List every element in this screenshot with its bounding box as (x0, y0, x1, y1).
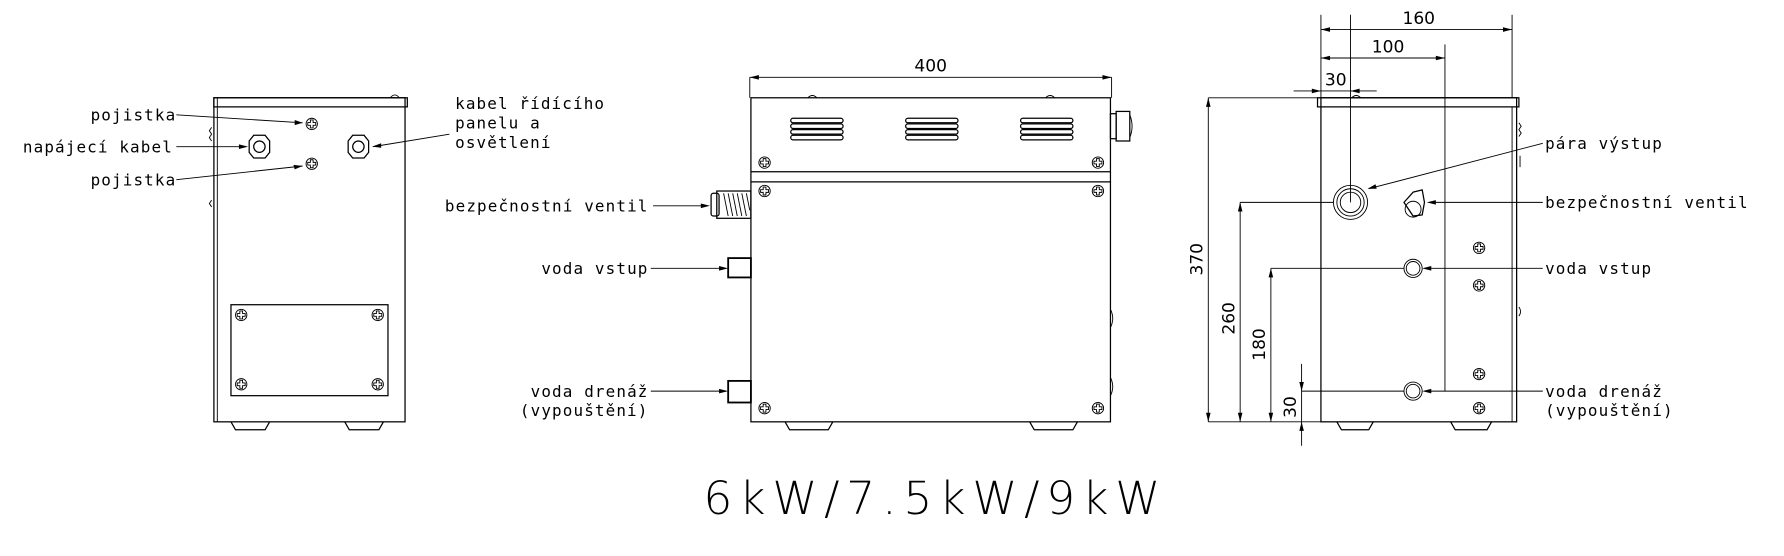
safety-valve-icon (710, 190, 752, 219)
label-control-cable-1: kabel řídícího (455, 94, 605, 113)
fuse-icon (305, 157, 318, 170)
screw-icon (758, 402, 771, 415)
dim-160: 160 (1403, 9, 1436, 29)
screw-icon (1472, 241, 1486, 255)
foot (230, 421, 271, 431)
dim-30-side: 30 (1281, 396, 1301, 418)
screw-icon (1091, 184, 1105, 198)
label-safety-valve-side: bezpečnostní ventil (1545, 193, 1749, 212)
dim-30-top: 30 (1325, 70, 1347, 90)
safety-valve-icon (1403, 189, 1426, 218)
foot (1029, 421, 1078, 431)
label-fuse-top: pojistka (91, 106, 177, 125)
dim-100: 100 (1372, 37, 1405, 57)
label-water-drain-side-sub: (vypouštění) (1545, 401, 1674, 420)
screw-icon (371, 308, 384, 322)
vent-grille-icon (790, 117, 844, 141)
label-water-inlet-side: voda vstup (1545, 259, 1652, 278)
foot (1450, 421, 1493, 431)
side-view-lid (1316, 97, 1520, 108)
screw-icon (1091, 156, 1105, 169)
label-safety-valve: bezpečnostní ventil (445, 196, 649, 215)
back-view: pojistka napájecí kabel pojistka kabel ř… (23, 94, 605, 431)
screw-icon (1472, 402, 1486, 415)
screw-icon (1472, 367, 1486, 381)
fuse-icon (305, 117, 318, 131)
drawing-title: 6kW/7.5kW/9kW (703, 472, 1167, 525)
dim-180: 180 (1250, 328, 1270, 361)
back-view-lid (213, 97, 408, 108)
control-cable-gland-icon (347, 134, 370, 159)
dim-width-400: 400 (914, 57, 947, 77)
label-steam-outlet: pára výstup (1545, 134, 1663, 153)
label-control-cable-2: panelu a (455, 113, 541, 132)
dim-370: 370 (1188, 243, 1208, 276)
power-cable-gland-icon (248, 134, 271, 159)
water-drain-pipe-icon (727, 379, 752, 404)
foot (784, 421, 834, 431)
vent-grille-icon (1019, 117, 1074, 141)
screw-icon (758, 184, 771, 198)
dim-260: 260 (1219, 302, 1239, 335)
screw-icon (1472, 279, 1486, 292)
cable-gland-icon (1115, 110, 1131, 142)
foot (1336, 421, 1374, 431)
vent-grille-icon (905, 117, 959, 141)
label-fuse-bottom: pojistka (91, 170, 177, 189)
screw-icon (235, 308, 248, 322)
label-water-inlet: voda vstup (541, 259, 648, 278)
label-control-cable-3: osvětlení (455, 133, 551, 152)
cover-plate (230, 304, 389, 397)
label-power-cable: napájecí kabel (23, 137, 173, 156)
foot (344, 421, 384, 431)
front-view-body (750, 97, 1112, 423)
label-water-drain-side: voda drenáž (1545, 382, 1663, 401)
side-view: 160 100 30 370 260 180 30 (1188, 9, 1749, 446)
water-inlet-pipe-icon (727, 257, 752, 279)
screw-icon (1091, 402, 1105, 415)
label-water-drain-sub: (vypouštění) (520, 401, 649, 420)
screw-icon (758, 156, 771, 169)
screw-icon (371, 378, 384, 391)
front-view: 400 (445, 57, 1133, 431)
screw-icon (235, 378, 248, 391)
label-water-drain: voda drenáž (531, 382, 649, 401)
